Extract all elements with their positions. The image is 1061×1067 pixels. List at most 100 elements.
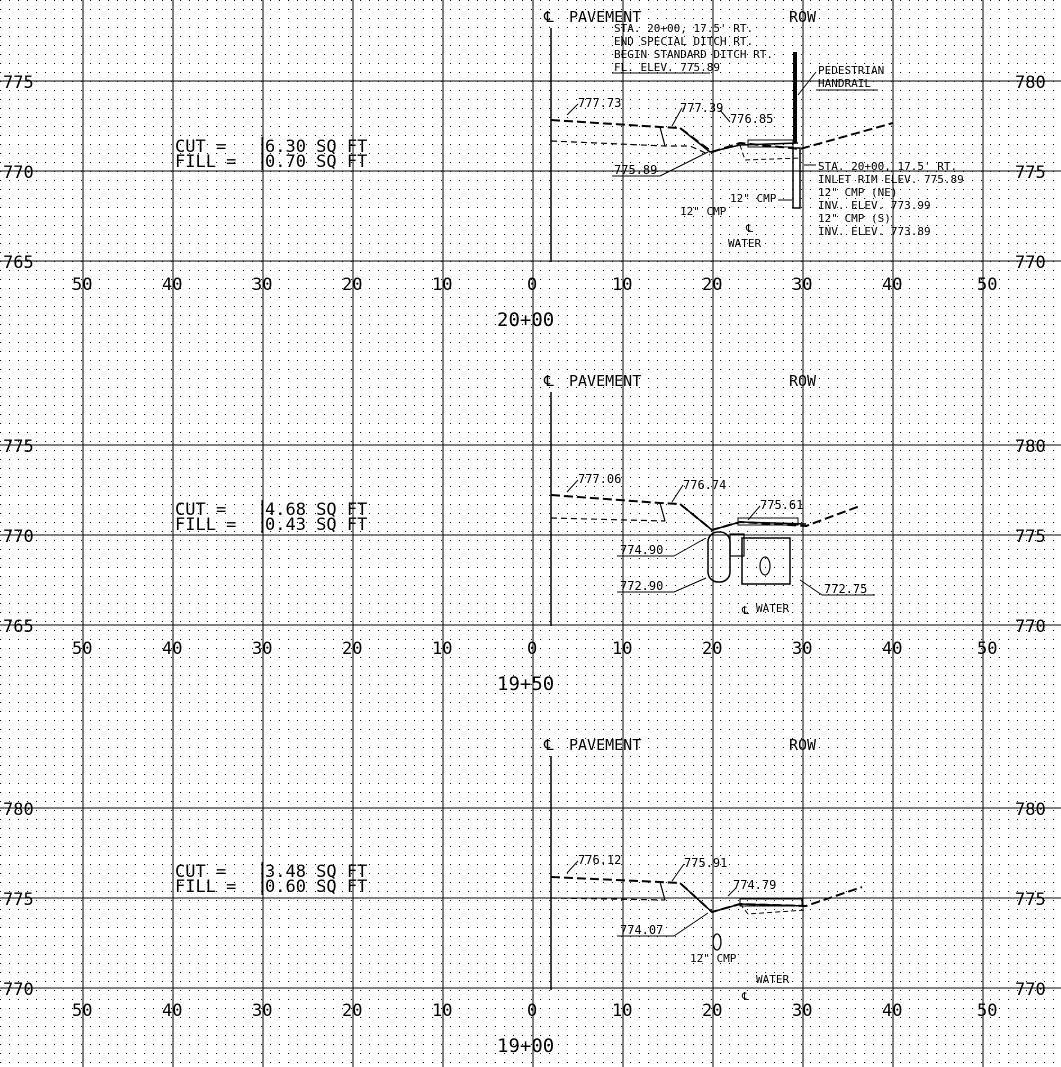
elev-label-left: 765 <box>3 253 34 273</box>
station-note: STA. 20+00, 17.5' RT. <box>614 22 753 35</box>
elev-label-left: 770 <box>3 527 34 547</box>
elev-label-right: 770 <box>1015 253 1046 273</box>
row-label: ROW <box>789 372 817 390</box>
elev-label-right: 780 <box>1015 800 1046 820</box>
handrail-note: PEDESTRIAN <box>818 64 884 77</box>
elev-label-left: 770 <box>3 980 34 1000</box>
offset-label: 40 <box>882 275 902 295</box>
elev-label-right: 770 <box>1015 617 1046 637</box>
svg-text:℄: ℄ <box>745 222 753 235</box>
inlet-note: INV. ELEV. 773.89 <box>818 225 931 238</box>
cut-label: CUT = <box>175 862 226 882</box>
cut-value: 3.48 SQ FT <box>265 862 367 882</box>
elevation-callout: 777.73 <box>578 96 621 110</box>
offset-label: 30 <box>252 639 272 659</box>
offset-label: 30 <box>252 1001 272 1021</box>
centerline-label: PAVEMENT <box>569 372 641 390</box>
offset-label: 10 <box>612 639 632 659</box>
offset-label: 20 <box>702 1001 722 1021</box>
offset-label: 0 <box>527 1001 537 1021</box>
cut-value: 4.68 SQ FT <box>265 500 367 520</box>
elev-label-left: 770 <box>3 163 34 183</box>
fill-value: 0.60 SQ FT <box>265 877 367 897</box>
elevation-callout: 777.39 <box>680 101 723 115</box>
offset-label: 20 <box>702 275 722 295</box>
inlet-note: 12" CMP (S) <box>818 212 891 225</box>
offset-label: 50 <box>72 639 92 659</box>
elev-label-left: 775 <box>3 73 34 93</box>
cut-value: 6.30 SQ FT <box>265 137 367 157</box>
station-note: FL. ELEV. 775.89 <box>614 61 720 74</box>
box-culvert <box>741 537 791 585</box>
elevation-callout: 777.06 <box>578 472 621 486</box>
offset-label: 10 <box>612 1001 632 1021</box>
centerline-label: PAVEMENT <box>569 736 641 754</box>
offset-label: 40 <box>882 639 902 659</box>
ditch-lining <box>739 898 803 907</box>
station-note: END SPECIAL DITCH RT. <box>614 35 753 48</box>
offset-label: 20 <box>342 639 362 659</box>
elevation-callout: 774.90 <box>620 543 663 557</box>
elevation-callout: 776.74 <box>683 478 726 492</box>
offset-label: 10 <box>612 275 632 295</box>
offset-label: 30 <box>792 639 812 659</box>
elev-label-left: 775 <box>3 890 34 910</box>
offset-label: 10 <box>432 1001 452 1021</box>
row-label: ROW <box>789 8 817 26</box>
elevation-callout: 772.75 <box>824 582 867 596</box>
inlet-note: INLET RIM ELEV. 775.89 <box>818 173 964 186</box>
pipe-culvert <box>712 933 722 951</box>
inlet-note: 12" CMP (NE) <box>818 186 897 199</box>
offset-label: 50 <box>977 275 997 295</box>
elevation-callout: 776.85 <box>730 112 773 126</box>
cut-label: CUT = <box>175 137 226 157</box>
offset-label: 30 <box>792 1001 812 1021</box>
elevation-callout: 775.61 <box>760 498 803 512</box>
row-label: ROW <box>789 736 817 754</box>
station-label: 19+00 <box>497 1035 554 1057</box>
offset-label: 0 <box>527 639 537 659</box>
fill-label: FILL = <box>175 152 236 172</box>
elev-label-right: 780 <box>1015 73 1046 93</box>
elevation-callout: 775.91 <box>684 856 727 870</box>
offset-label: 10 <box>432 639 452 659</box>
elev-label-right: 780 <box>1015 437 1046 457</box>
water-label: WATER <box>756 973 789 986</box>
offset-label: 30 <box>792 275 812 295</box>
offset-label: 0 <box>527 275 537 295</box>
elevation-callout: 776.12 <box>578 853 621 867</box>
offset-label: 20 <box>342 1001 362 1021</box>
offset-label: 20 <box>342 275 362 295</box>
elev-label-left: 765 <box>3 617 34 637</box>
offset-label: 20 <box>702 639 722 659</box>
elev-label-right: 770 <box>1015 980 1046 1000</box>
svg-text:℄: ℄ <box>741 604 749 617</box>
elev-label-left: 780 <box>3 800 34 820</box>
offset-label: 40 <box>162 639 182 659</box>
offset-label: 10 <box>432 275 452 295</box>
ditch-lining <box>737 517 799 526</box>
handrail-note: HANDRAIL <box>818 77 871 90</box>
offset-label: 50 <box>72 1001 92 1021</box>
pipe-label: 12" CMP <box>690 952 737 965</box>
fill-value: 0.70 SQ FT <box>265 152 367 172</box>
elev-label-left: 775 <box>3 437 34 457</box>
station-label: 19+50 <box>497 673 554 695</box>
elevation-callout: 774.07 <box>620 923 663 937</box>
centerline-symbol: ℄ <box>543 372 554 390</box>
elev-label-right: 775 <box>1015 890 1046 910</box>
fill-label: FILL = <box>175 515 236 535</box>
water-label: WATER <box>728 237 761 250</box>
pipe-label: 12" CMP <box>680 205 727 218</box>
pipe-label: 12" CMP <box>730 192 777 205</box>
water-label: WATER <box>756 602 789 615</box>
inlet-note: STA. 20+00, 17.5' RT. <box>818 160 957 173</box>
offset-label: 30 <box>252 275 272 295</box>
station-note: BEGIN STANDARD DITCH RT. <box>614 48 773 61</box>
offset-label: 50 <box>72 275 92 295</box>
offset-label: 50 <box>977 1001 997 1021</box>
inlet-note: INV. ELEV. 773.99 <box>818 199 931 212</box>
